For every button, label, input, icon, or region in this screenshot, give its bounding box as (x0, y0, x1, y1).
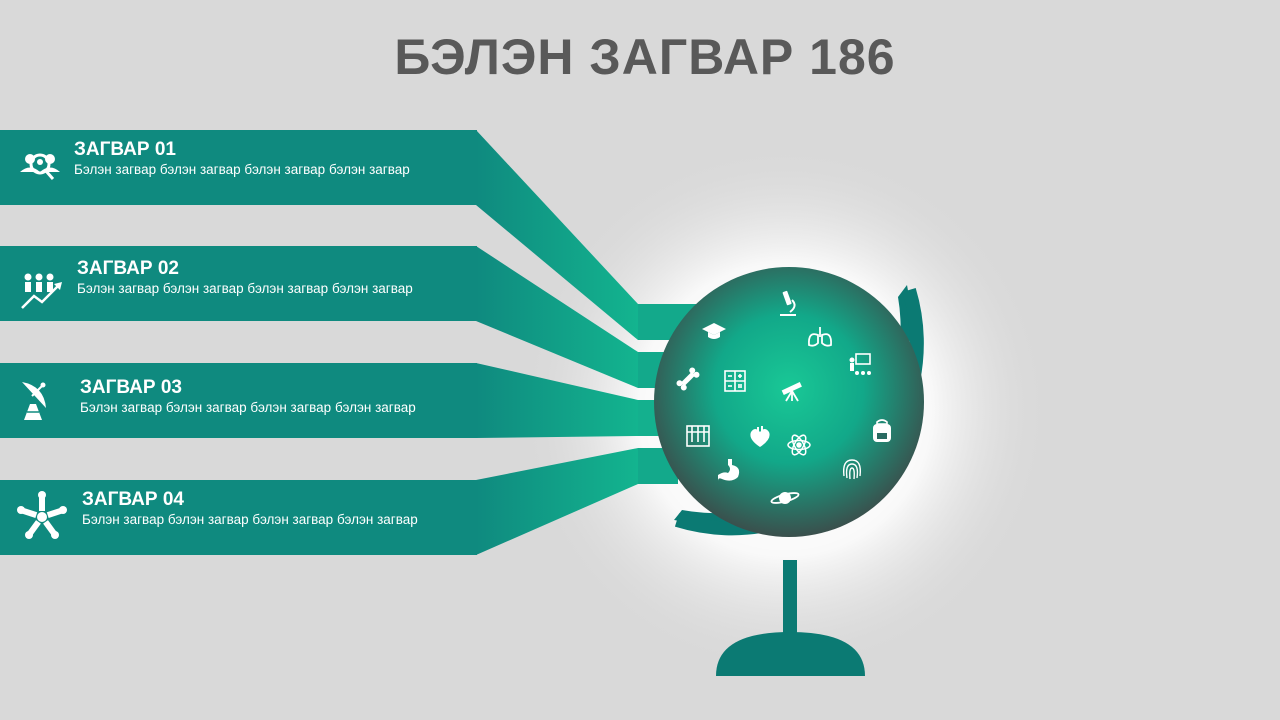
item-03: ЗАГВАР 03 Бэлэн загвар бэлэн загвар бэлэ… (80, 377, 416, 416)
item-description: Бэлэн загвар бэлэн загвар бэлэн загвар б… (77, 281, 413, 296)
item-04: ЗАГВАР 04 Бэлэн загвар бэлэн загвар бэлэ… (82, 489, 418, 528)
lungs-icon (808, 327, 832, 347)
teacher-board-icon (849, 353, 871, 375)
microscope-icon (780, 290, 796, 316)
item-02: ЗАГВАР 02 Бэлэн загвар бэлэн загвар бэлэ… (77, 258, 413, 297)
item-description: Бэлэн загвар бэлэн загвар бэлэн загвар б… (80, 400, 416, 415)
item-title: ЗАГВАР 01 (74, 139, 176, 160)
ray-4 (476, 448, 638, 555)
item-01: ЗАГВАР 01 Бэлэн загвар бэлэн загвар бэлэ… (74, 139, 410, 178)
item-description: Бэлэн загвар бэлэн загвар бэлэн загвар б… (82, 512, 418, 527)
item-description: Бэлэн загвар бэлэн загвар бэлэн загвар б… (74, 162, 410, 177)
team-growth-icon (21, 273, 62, 309)
atom-icon (787, 434, 811, 456)
heart-icon (750, 426, 770, 447)
globe (654, 267, 924, 537)
item-title: ЗАГВАР 04 (82, 489, 184, 510)
fingerprint-icon (842, 459, 862, 480)
calculator-icon (724, 370, 746, 392)
item-title: ЗАГВАР 03 (80, 377, 182, 398)
test-tubes-icon (686, 425, 710, 447)
planet-icon (770, 492, 800, 504)
banner-4 (0, 480, 477, 555)
page-title: БЭЛЭН ЗАГВАР 186 (394, 29, 896, 85)
stomach-icon (718, 459, 740, 481)
item-title: ЗАГВАР 02 (77, 258, 179, 279)
bone-icon (676, 367, 700, 391)
graduation-cap-icon (702, 323, 726, 339)
banner-1 (0, 130, 477, 205)
backpack-icon (873, 419, 891, 442)
ray-3 (476, 363, 638, 438)
ray-1 (476, 130, 638, 340)
teamwork-hands-icon (17, 491, 67, 539)
banner-2 (0, 246, 477, 321)
telescope-icon (781, 382, 802, 402)
banner-3 (0, 363, 477, 438)
team-search-icon (20, 153, 60, 180)
ray-2 (476, 246, 638, 388)
satellite-dish-icon (22, 382, 46, 420)
